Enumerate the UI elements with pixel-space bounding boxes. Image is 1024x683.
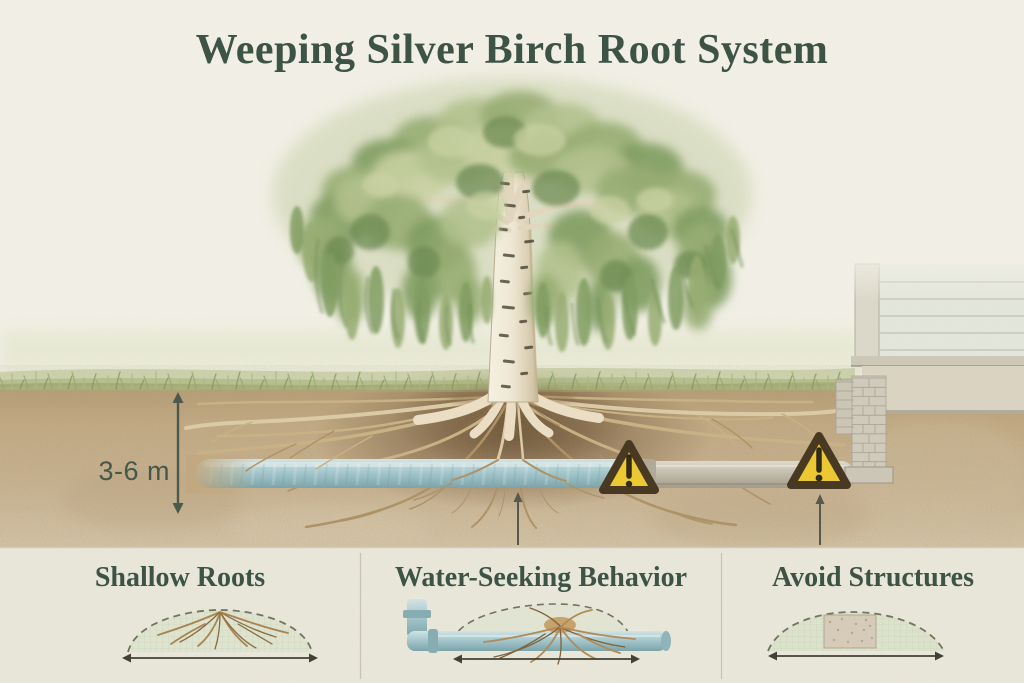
- page-title: Weeping Silver Birch Root System: [195, 27, 829, 73]
- panel-label-water-seeking: Water-Seeking Behavior: [394, 562, 688, 593]
- panel-label-avoid-structures: Avoid Structures: [772, 562, 974, 593]
- panel-label-shallow-roots: Shallow Roots: [94, 562, 266, 593]
- depth-label: 3-6 m: [98, 456, 170, 486]
